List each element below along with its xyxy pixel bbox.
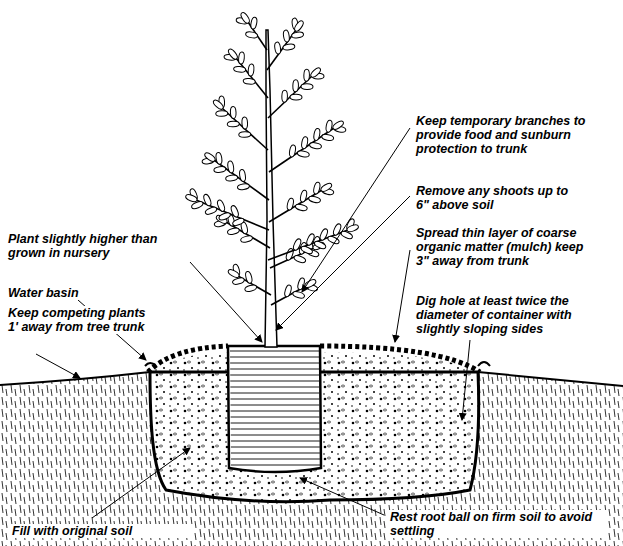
leaf — [290, 94, 302, 100]
leaf — [291, 31, 304, 38]
callout-label: Fill with original soil — [10, 524, 194, 538]
leaf — [321, 134, 334, 142]
leaf — [238, 52, 245, 65]
leaf — [309, 66, 322, 78]
leaf — [284, 284, 293, 297]
leaf — [230, 106, 236, 118]
leaf — [282, 90, 288, 102]
leaf — [242, 117, 248, 129]
leaf — [297, 150, 310, 158]
leaf — [232, 277, 245, 286]
branch — [269, 128, 334, 172]
leaf — [314, 240, 327, 250]
leaf — [295, 203, 308, 211]
leaf — [319, 228, 329, 241]
leaf — [248, 64, 255, 77]
leaf — [332, 120, 345, 131]
callout-label: Keep temporary branches to provide food … — [414, 114, 598, 156]
leaf — [320, 182, 333, 193]
leaf — [304, 69, 310, 81]
leaf — [225, 174, 238, 181]
leaf — [300, 245, 313, 255]
branch — [214, 160, 269, 200]
tree-trunk — [265, 30, 277, 347]
leaf — [293, 19, 305, 32]
callout-label: Spread thin layer of coarse organic matt… — [414, 226, 588, 268]
callout-label: Dig hole at least twice the diameter of … — [414, 294, 618, 336]
water-basin-rim — [145, 362, 490, 366]
leaf — [216, 110, 228, 116]
leaf — [204, 206, 217, 216]
branch — [222, 108, 268, 150]
leaf — [239, 131, 251, 137]
branch — [268, 76, 312, 118]
leaf — [245, 271, 254, 284]
leaf — [245, 31, 258, 39]
leaf — [250, 17, 258, 30]
leaf — [293, 80, 299, 92]
branch — [269, 190, 322, 222]
leaf — [244, 284, 257, 293]
callout-label: Plant slightly higher than grown in nurs… — [6, 232, 200, 260]
leaf — [237, 183, 250, 190]
callout-label: Rest root ball on firm soil to avoid set… — [388, 510, 607, 538]
leaf — [283, 30, 290, 43]
leaf — [309, 142, 322, 150]
leaf — [240, 235, 253, 243]
leaf — [227, 227, 240, 235]
leaf — [227, 268, 240, 279]
tree-crown — [185, 11, 360, 305]
leaf — [308, 195, 321, 203]
leaf — [285, 248, 294, 261]
leaf — [283, 43, 296, 50]
leaf — [202, 193, 212, 206]
leaf — [305, 233, 315, 246]
leaf — [325, 120, 333, 133]
leaf — [203, 151, 216, 163]
leaf — [301, 84, 313, 90]
leaf — [185, 193, 198, 203]
callout-label: Keep competing plants 1' away from tree … — [6, 306, 150, 334]
leaf — [292, 290, 305, 299]
callout-label: Water basin — [6, 286, 120, 300]
leaf — [218, 211, 231, 221]
root-ball — [228, 346, 321, 472]
leaf — [212, 99, 225, 111]
leaf — [313, 182, 321, 195]
callout-label: Remove any shoots up to 6" above soil — [414, 184, 578, 212]
leaf — [346, 224, 359, 233]
leaf — [293, 254, 306, 263]
leaf — [230, 205, 240, 218]
leaf — [289, 145, 297, 158]
leaf — [301, 136, 309, 149]
leaf — [239, 169, 246, 182]
leaf — [292, 238, 302, 251]
mulch — [148, 346, 480, 372]
leaf — [313, 128, 321, 141]
leaf — [274, 42, 281, 55]
leaf — [240, 11, 251, 24]
leaf — [232, 217, 245, 227]
leaf — [213, 166, 226, 173]
leaf — [216, 199, 226, 212]
leaf — [215, 152, 222, 165]
leaf — [227, 161, 234, 174]
leaf — [243, 78, 256, 85]
root-ball-lines — [230, 350, 320, 470]
leaf — [227, 48, 239, 61]
leaf — [299, 190, 307, 203]
leaf — [227, 121, 239, 127]
leaf — [233, 66, 246, 73]
leaf — [286, 198, 294, 211]
